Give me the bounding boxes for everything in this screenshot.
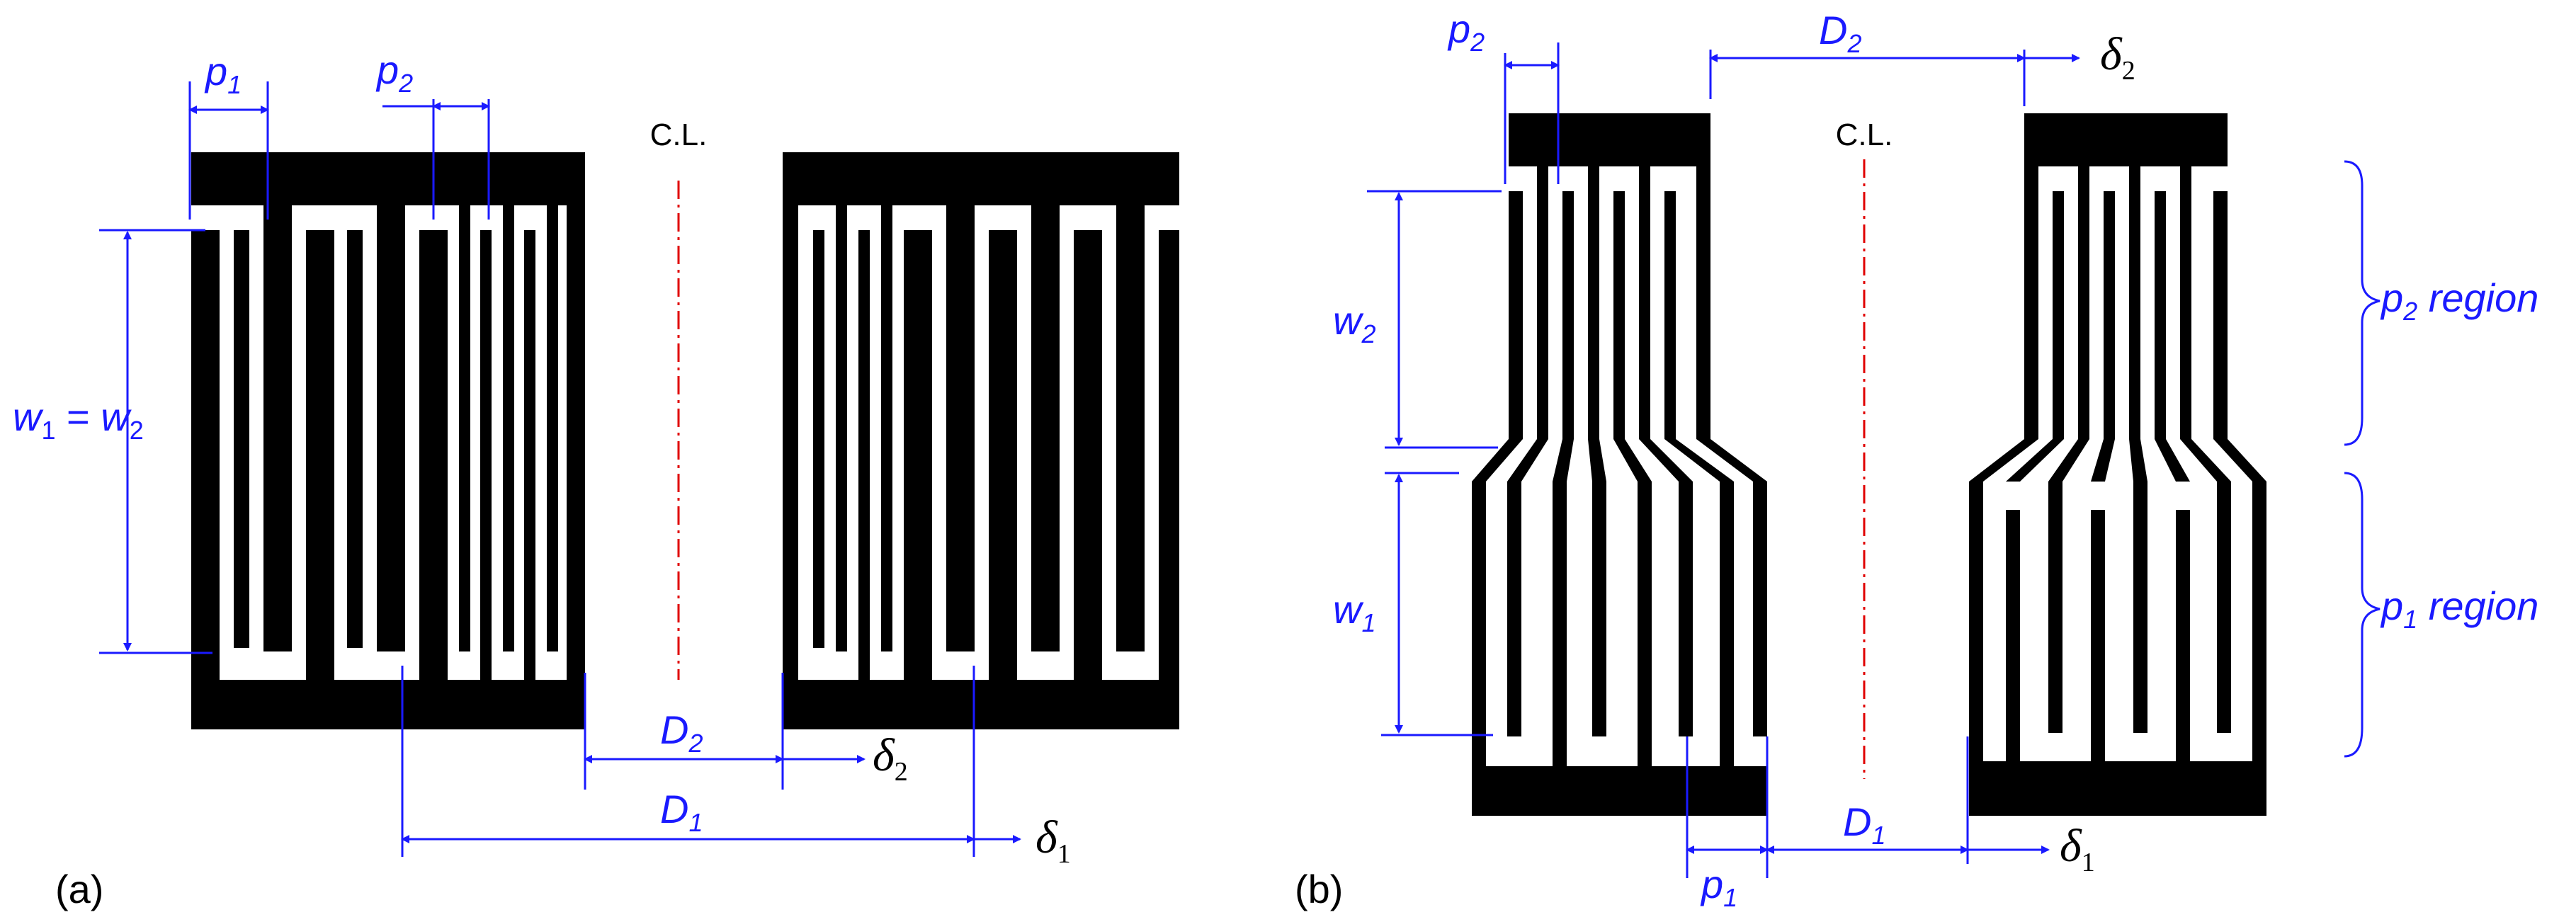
panel-b: C.L. — [1295, 6, 2538, 912]
electrode-b-right — [1969, 113, 2266, 816]
label-b-delta1: δ1 — [2060, 820, 2095, 877]
label-b-delta2: δ2 — [2100, 28, 2135, 86]
label-b-p2: p2 — [1447, 6, 1485, 57]
dimensions-b — [1367, 42, 2381, 878]
centerline-label-a: C.L. — [650, 118, 708, 152]
label-a-delta1: δ1 — [1035, 812, 1071, 869]
label-a-delta2: δ2 — [873, 729, 908, 787]
electrode-a-right — [783, 152, 1179, 729]
label-b-D2: D2 — [1819, 8, 1861, 58]
centerline-label-b: C.L. — [1836, 118, 1893, 152]
label-a-D2: D2 — [660, 707, 703, 758]
label-p2-region: p2 region — [2380, 275, 2538, 326]
label-b-D1: D1 — [1843, 799, 1885, 850]
label-a-D1: D1 — [660, 787, 703, 837]
label-b-w2: w2 — [1333, 298, 1375, 348]
label-a-p1: p1 — [204, 49, 242, 99]
panel-label-b: (b) — [1295, 867, 1343, 911]
panel-label-a: (a) — [55, 867, 103, 911]
label-a-p2: p2 — [375, 47, 413, 98]
electrode-b-left — [1472, 113, 1767, 816]
panel-a: C.L. p1 p — [13, 47, 1179, 911]
electrode-a-left — [191, 152, 585, 729]
label-p1-region: p1 region — [2380, 584, 2538, 634]
label-b-w1: w1 — [1333, 587, 1375, 637]
label-b-p1: p1 — [1700, 862, 1737, 912]
label-a-w1-eq-w2: w1 = w2 — [13, 394, 144, 445]
dimensions-a — [99, 81, 1021, 857]
